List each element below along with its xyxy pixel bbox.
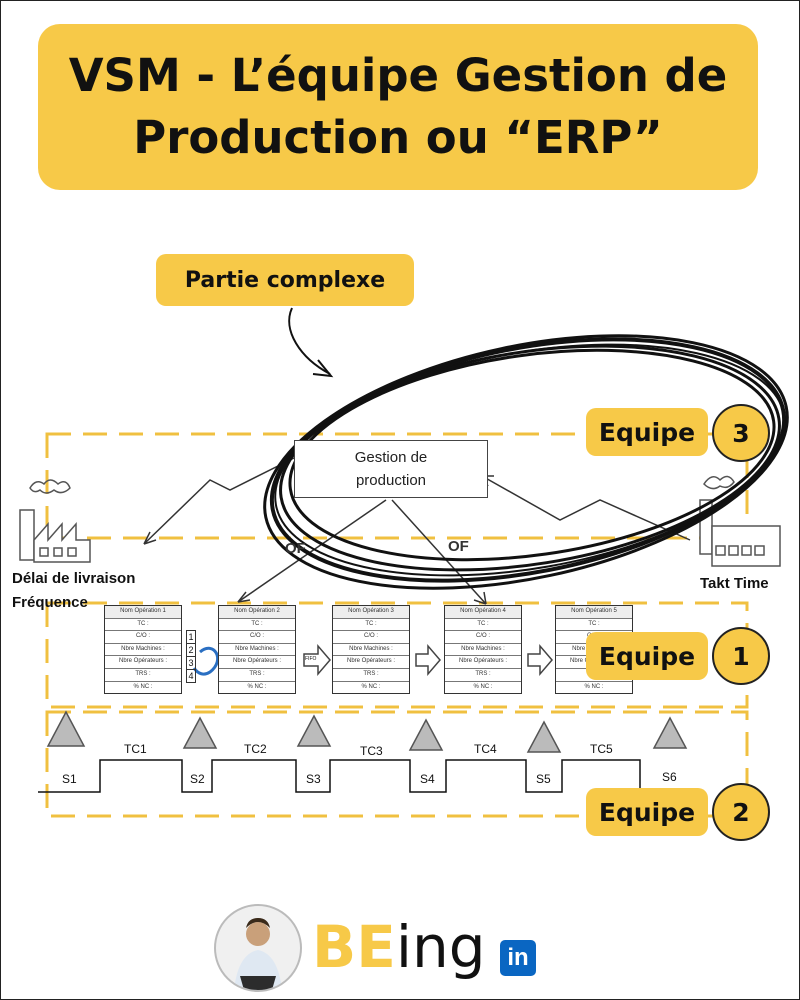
complex-part-callout: Partie complexe: [156, 254, 414, 306]
production-planning-box: Gestion de production: [294, 440, 488, 498]
team-label-3: Equipe: [586, 408, 708, 456]
operation-title: Nom Opération 2: [219, 606, 295, 619]
operation-field: Nbre Machines :: [333, 644, 409, 657]
info-flow-from-customer: [481, 475, 691, 541]
operation-field: C/O :: [445, 631, 521, 644]
operation-field: TRS :: [333, 669, 409, 682]
tc-label-2: TC2: [244, 742, 267, 756]
loop-arrow: [192, 646, 220, 676]
operation-field: % NC :: [247, 683, 267, 690]
operation-field: C/O :: [105, 631, 181, 644]
operation-field: Nbre Machines :: [445, 644, 521, 657]
operation-field: % NC :: [133, 683, 153, 690]
callout-arrow: [288, 307, 331, 375]
inventory-triangles: [46, 710, 688, 753]
operation-field: % NC :: [584, 683, 604, 690]
of-arrow-1: [237, 499, 387, 603]
operation-field: TRS :: [105, 669, 181, 682]
stock-label-2: S2: [190, 772, 205, 786]
tc-label-1: TC1: [124, 742, 147, 756]
operation-field: TC :: [445, 619, 521, 632]
operation-box-2: Nom Opération 2 TC : C/O : Nbre Machines…: [218, 605, 296, 695]
push-arrow-2: [415, 643, 441, 677]
operation-field: Nbre Machines :: [105, 644, 181, 657]
brand-ing: ing: [395, 913, 486, 981]
operation-field: % NC :: [473, 683, 493, 690]
info-flow-to-supplier: [143, 457, 295, 545]
being-logo: BEing in: [214, 902, 544, 994]
stock-label-5: S5: [536, 772, 551, 786]
inventory-triangle-3: [296, 714, 332, 747]
operation-field: Nbre Opérateurs :: [445, 656, 521, 669]
team-2-zone: [45, 710, 749, 818]
operation-field: Nbre Opérateurs :: [333, 656, 409, 669]
fifo-label: FIFO: [305, 656, 317, 662]
frequency-caption: Fréquence: [12, 594, 88, 611]
author-avatar: [214, 904, 302, 992]
team-1-zone: [45, 601, 749, 709]
operation-field: Nbre Opérateurs :: [105, 656, 181, 669]
tc-label-5: TC5: [590, 742, 613, 756]
loop-number: 2: [186, 644, 196, 657]
inventory-triangle-5: [526, 720, 562, 753]
team-number-1: 1: [712, 627, 770, 685]
team-number-3: 3: [712, 404, 770, 462]
operation-box-3: Nom Opération 3 TC : C/O : Nbre Machines…: [332, 605, 410, 695]
tc-label-3: TC3: [360, 744, 383, 758]
stock-label-1: S1: [62, 772, 77, 786]
operation-title: Nom Opération 4: [445, 606, 521, 619]
operation-field: TC :: [333, 619, 409, 632]
supplier-factory-icon: [19, 479, 91, 563]
complexity-scribble: [263, 334, 789, 590]
operation-field: Nbre Opérateurs :: [219, 656, 295, 669]
stock-label-6: S6: [662, 770, 677, 784]
operation-field: TC :: [556, 619, 632, 632]
brand-wordmark: BEing: [312, 902, 486, 992]
operation-title: Nom Opération 1: [105, 606, 181, 619]
lead-time-ladder: [38, 759, 700, 793]
operation-field: C/O :: [219, 631, 295, 644]
operation-box-4: Nom Opération 4 TC : C/O : Nbre Machines…: [444, 605, 522, 695]
title-banner: VSM - L’équipe Gestion de Production ou …: [38, 24, 758, 190]
operation-box-1: Nom Opération 1 TC : C/O : Nbre Machines…: [104, 605, 182, 695]
operation-field: TRS :: [445, 669, 521, 682]
of-label-1: OF: [285, 540, 306, 557]
team-3-zone: [45, 432, 749, 540]
operation-field: TC :: [219, 619, 295, 632]
team-number-2: 2: [712, 783, 770, 841]
loop-number-list: 1 2 3 4: [186, 630, 196, 683]
operation-title: Nom Opération 5: [556, 606, 632, 619]
takt-time-caption: Takt Time: [700, 575, 769, 592]
inventory-triangle-1: [46, 710, 86, 747]
inventory-triangle-2: [182, 716, 218, 749]
loop-number: 3: [186, 657, 196, 670]
tc-label-4: TC4: [474, 742, 497, 756]
operation-title: Nom Opération 3: [333, 606, 409, 619]
delivery-lead-time-caption: Délai de livraison: [12, 570, 136, 587]
operation-field: TC :: [105, 619, 181, 632]
brand-be: BE: [312, 913, 396, 981]
of-label-2: OF: [448, 538, 469, 555]
push-arrows: [303, 643, 553, 677]
team-label-2: Equipe: [586, 788, 708, 836]
inventory-triangle-6: [652, 716, 688, 749]
loop-number: 1: [186, 630, 196, 644]
team-label-1: Equipe: [586, 632, 708, 680]
push-arrow-3: [527, 643, 553, 677]
inventory-triangle-4: [408, 718, 444, 751]
operation-field: TRS :: [219, 669, 295, 682]
title-line-2: Production ou “ERP”: [133, 111, 663, 164]
stock-label-3: S3: [306, 772, 321, 786]
title-line-1: VSM - L’équipe Gestion de: [68, 49, 728, 102]
loop-number: 4: [186, 670, 196, 683]
operation-field: % NC :: [361, 683, 381, 690]
push-arrow-1: [303, 643, 331, 677]
linkedin-icon: in: [500, 940, 536, 976]
stock-label-4: S4: [420, 772, 435, 786]
operation-field: C/O :: [333, 631, 409, 644]
operation-field: Nbre Machines :: [219, 644, 295, 657]
